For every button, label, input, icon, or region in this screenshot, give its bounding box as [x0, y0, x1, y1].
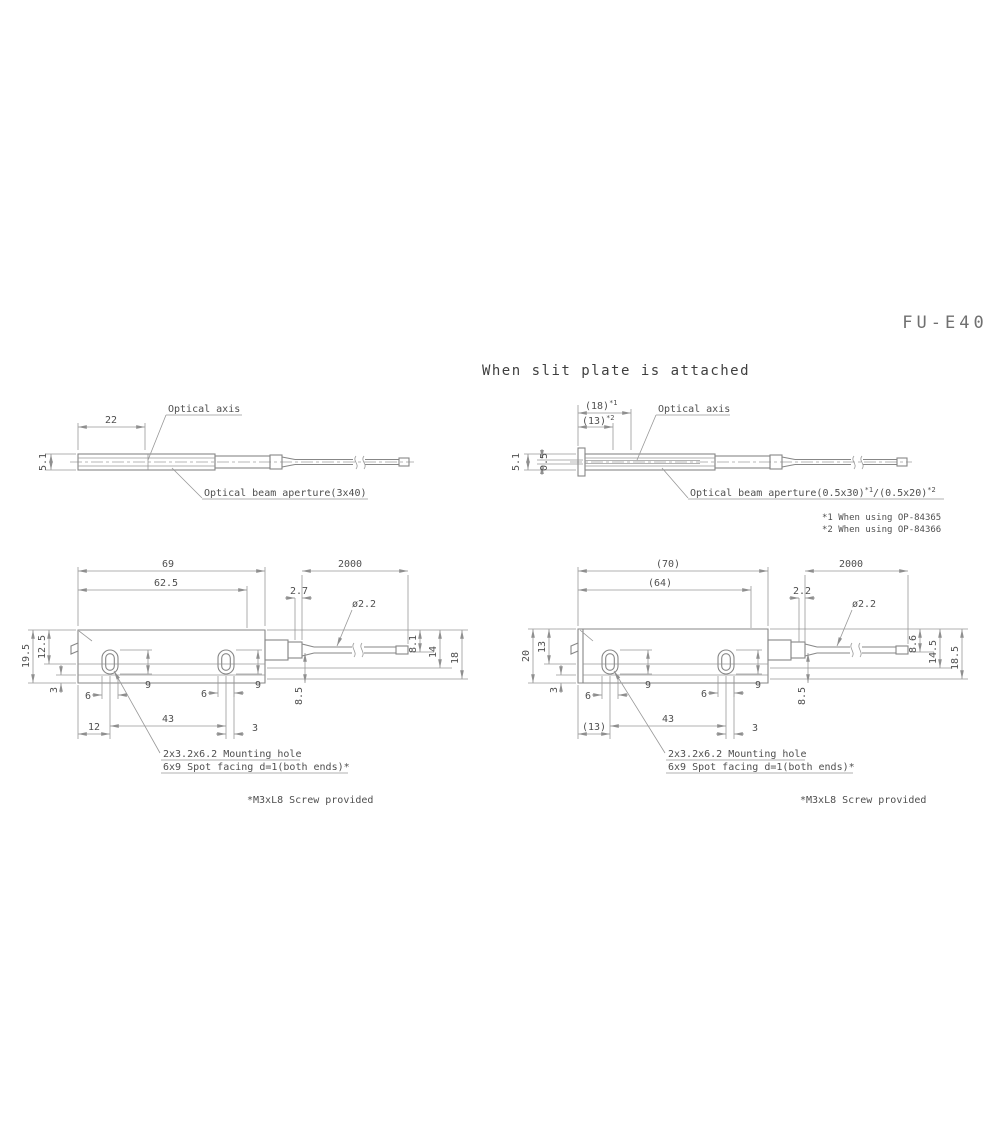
dim-20: 20	[521, 650, 532, 662]
optical-axis-leader	[636, 414, 730, 461]
dim-13: (13)*2	[582, 414, 615, 427]
note-underlines	[666, 759, 853, 774]
top-dim-extensions	[577, 567, 909, 644]
dim-12-5: 12.5	[37, 635, 48, 659]
dim-14-5: 14.5	[928, 640, 939, 664]
dim-8-1: 8.1	[408, 635, 419, 653]
fiber-unit-body-side	[77, 453, 410, 471]
mounting-hole-leader	[613, 670, 666, 754]
dim-6-rear: 6	[201, 689, 207, 700]
dim-9-rear: 9	[755, 680, 761, 691]
left-side-view: 22 Optical axis 5.1 Optical beam apertur…	[38, 404, 414, 500]
mounting-hole-front	[101, 649, 119, 675]
dim-0-5: 0.5	[539, 453, 550, 471]
dim-5-1-extensions	[524, 453, 576, 471]
dim-3-left: 3	[49, 687, 60, 693]
section-heading: When slit plate is attached	[482, 363, 750, 379]
dim-9-front-extensions	[620, 649, 652, 675]
beam-aperture-label: Optical beam aperture(3x40)	[204, 488, 367, 499]
right-dim-extensions	[267, 629, 468, 680]
left-plan-view: 69 2000 62.5 2.7 ø2.2 19.5 12.5 3 6 9 6 …	[21, 559, 468, 806]
dim-3-bottom: 3	[752, 723, 758, 734]
top-dim-extensions	[77, 567, 409, 644]
dim-13-left: 13	[537, 641, 548, 653]
dim-2000: 2000	[839, 559, 863, 570]
dim-14: 14	[428, 646, 439, 658]
mounting-hole-note: 2x3.2x6.2 Mounting hole	[668, 749, 806, 760]
cable-diameter-leader	[336, 609, 353, 647]
beam-aperture-label: Optical beam aperture(0.5x30)*1/(0.5x20)…	[690, 486, 936, 499]
fiber-unit-body-side-with-slit	[577, 447, 908, 477]
dim-12: 12	[88, 722, 100, 733]
dim-6-rear: 6	[701, 689, 707, 700]
body-detail-lines	[78, 630, 364, 676]
dim-19-5: 19.5	[21, 644, 32, 668]
screw-note: *M3xL8 Screw provided	[800, 795, 926, 806]
dim-0-5-extensions	[537, 459, 583, 465]
spot-facing-note: 6x9 Spot facing d=1(both ends)*	[668, 762, 855, 773]
dim-6-front: 6	[85, 691, 91, 702]
dim-62-5: 62.5	[154, 578, 178, 589]
dim-43: 43	[662, 714, 674, 725]
dim-5-1: 5.1	[511, 453, 522, 471]
dim-9-front-extensions	[120, 649, 152, 675]
dim-6-front: 6	[585, 691, 591, 702]
dim-22: 22	[105, 415, 117, 426]
dim-3-bottom: 3	[252, 723, 258, 734]
dim-18: (18)*1	[585, 399, 618, 412]
fiber-unit-body-plan-with-slit	[570, 628, 909, 684]
dim-9-rear: 9	[255, 680, 261, 691]
left-dim-extensions	[528, 628, 576, 684]
dim-43: 43	[162, 714, 174, 725]
dim-13-bottom: (13)	[582, 722, 606, 733]
dim-8-6: 8.6	[908, 635, 919, 653]
mounting-hole-note: 2x3.2x6.2 Mounting hole	[163, 749, 301, 760]
beam-aperture-leader	[171, 467, 368, 500]
left-dim-extensions	[28, 629, 76, 684]
dim-cable-diameter: ø2.2	[352, 599, 376, 610]
dim-2-2: 2.2	[793, 586, 811, 597]
dim-18-5: 18.5	[950, 646, 961, 670]
dim-9-front: 9	[645, 680, 651, 691]
mounting-hole-front	[601, 649, 619, 675]
dim-18: 18	[450, 652, 461, 664]
dim-8-5: 8.5	[797, 687, 808, 705]
right-plan-view: (70) 2000 (64) 2.2 ø2.2 20 13 3 6 9 6 9 …	[521, 559, 968, 806]
note-underlines	[161, 759, 348, 774]
mounting-hole-leader	[113, 670, 161, 754]
right-dim-extensions	[770, 628, 968, 680]
mounting-hole-rear	[717, 649, 735, 675]
fiber-unit-body-plan	[70, 629, 409, 684]
bottom-dim-extensions	[77, 676, 235, 739]
beam-aperture-leader	[661, 467, 944, 500]
optical-axis-leader	[147, 414, 242, 461]
spot-facing-note: 6x9 Spot facing d=1(both ends)*	[163, 762, 350, 773]
right-side-view: (18)*1 (13)*2 Optical axis 5.1 0.5 Optic…	[511, 399, 944, 535]
body-detail-lines	[585, 455, 864, 470]
dim-8-5: 8.5	[294, 687, 305, 705]
screw-note: *M3xL8 Screw provided	[247, 795, 373, 806]
dim-70: (70)	[656, 559, 680, 570]
body-detail-lines	[78, 454, 366, 470]
cable-diameter-leader	[836, 609, 853, 647]
optical-axis-label: Optical axis	[658, 404, 730, 415]
body-detail-lines	[579, 629, 862, 676]
dim-64: (64)	[648, 578, 672, 589]
optical-axis-label: Optical axis	[168, 404, 240, 415]
footnote-1: *1 When using OP-84365	[822, 513, 941, 523]
mounting-hole-rear	[217, 649, 235, 675]
dim-2000: 2000	[338, 559, 362, 570]
bottom-dim-extensions	[577, 676, 735, 739]
dim-cable-diameter: ø2.2	[852, 599, 876, 610]
dim-3-left: 3	[549, 687, 560, 693]
dim-9-front: 9	[145, 680, 151, 691]
dim-69: 69	[162, 559, 174, 570]
footnote-2: *2 When using OP-84366	[822, 525, 941, 535]
dim-5-1: 5.1	[38, 453, 49, 471]
dim-2-7: 2.7	[290, 586, 308, 597]
drawing-title: FU-E40	[902, 313, 987, 333]
